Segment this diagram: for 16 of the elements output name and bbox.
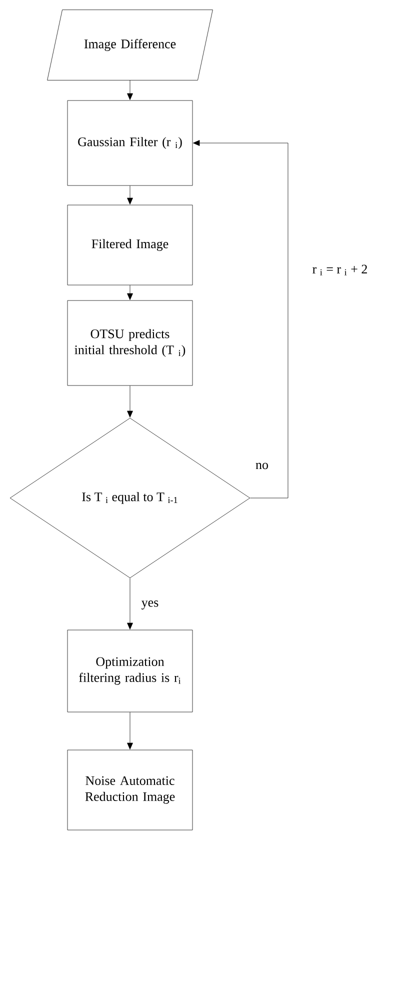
arrow	[127, 285, 133, 300]
process-box: Gaussian Filter (r $_{i}$)	[67, 100, 193, 186]
process-box: Optimization filtering radius is r$_{i}$	[67, 630, 193, 712]
arrow	[193, 140, 288, 498]
arrow	[127, 386, 133, 418]
edge-label: yes	[140, 600, 160, 610]
arrow	[127, 578, 133, 630]
process-box: Filtered Image	[67, 204, 193, 286]
edge-label: no	[254, 462, 270, 470]
process-box: Noise Automatic Reduction Image	[67, 750, 193, 830]
arrow	[127, 80, 133, 100]
input-parallelogram: Image Difference	[47, 10, 213, 80]
formula-label: r $_{i}$ = r $_{i}$ + 2	[312, 264, 367, 276]
process-box: OTSU predicts initial threshold (T $_{i}$)	[67, 300, 193, 386]
arrow	[127, 712, 133, 750]
arrow	[127, 186, 133, 204]
